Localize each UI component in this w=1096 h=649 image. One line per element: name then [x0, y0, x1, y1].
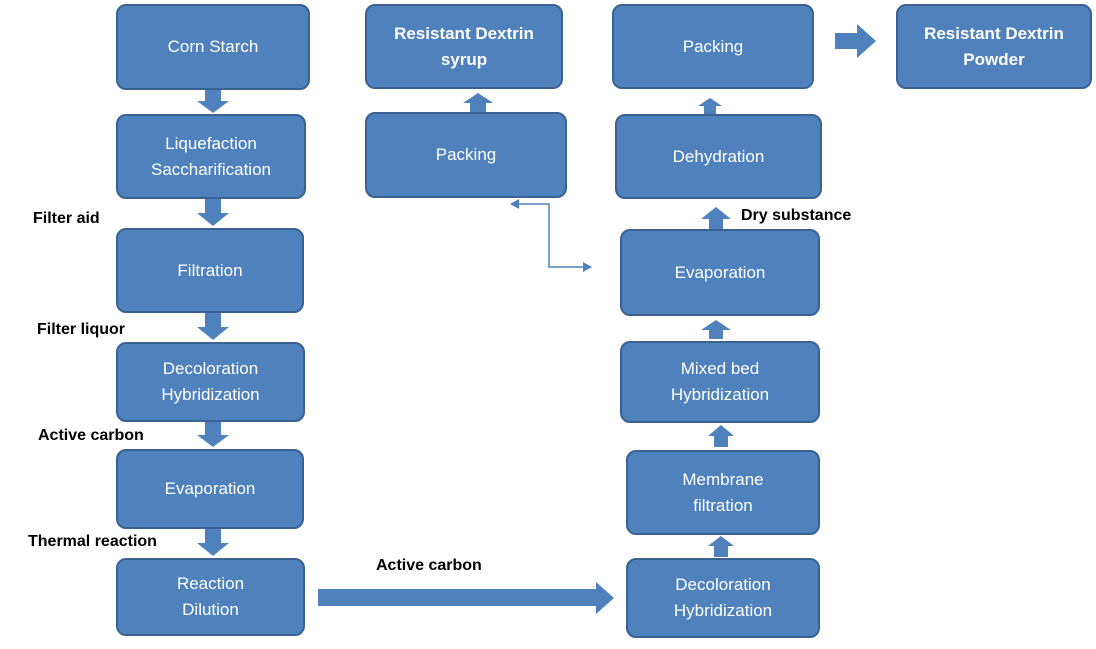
box-reaction-dilution: Reaction Dilution [116, 558, 305, 636]
box-dehydration: Dehydration [615, 114, 822, 199]
note-dry-substance: Dry substance [741, 207, 852, 224]
arrow-down-1 [197, 89, 229, 113]
connector-evaporation-packing [514, 203, 586, 268]
box-decoloration-hybridization-right: Decoloration Hybridization [626, 558, 820, 638]
box-evaporation-left: Evaporation [116, 449, 304, 529]
note-filter-liquor: Filter liquor [37, 321, 125, 338]
box-decoloration-hybridization-left: Decoloration Hybridization [116, 342, 305, 422]
arrow-up-5 [698, 98, 722, 114]
arrow-up-3 [701, 320, 731, 339]
box-resistant-dextrin-powder: Resistant Dextrin Powder [896, 4, 1092, 89]
box-membrane-filtration: Membrane filtration [626, 450, 820, 535]
arrow-up-middle [463, 93, 493, 112]
box-evaporation-right: Evaporation [620, 229, 820, 316]
arrow-right-powder [835, 24, 876, 58]
arrow-down-2 [197, 199, 229, 226]
box-filtration: Filtration [116, 228, 304, 313]
note-filter-aid: Filter aid [33, 210, 100, 227]
arrow-up-1 [708, 536, 734, 557]
note-active-carbon-left: Active carbon [38, 427, 144, 444]
arrow-up-4 [701, 207, 731, 229]
arrow-right-long [318, 582, 614, 614]
arrow-down-5 [197, 529, 229, 556]
note-thermal-reaction: Thermal reaction [28, 533, 157, 550]
box-packing-powder: Packing [612, 4, 814, 89]
note-active-carbon-bottom: Active carbon [376, 557, 482, 574]
box-mixed-bed-hybridization: Mixed bed Hybridization [620, 341, 820, 423]
box-packing-syrup: Packing [365, 112, 567, 198]
arrow-down-3 [197, 313, 229, 340]
box-resistant-dextrin-syrup: Resistant Dextrin syrup [365, 4, 563, 89]
box-liquefaction-saccharification: Liquefaction Saccharification [116, 114, 306, 199]
box-corn-starch: Corn Starch [116, 4, 310, 90]
arrow-up-2 [708, 425, 734, 447]
arrow-down-4 [197, 422, 229, 447]
